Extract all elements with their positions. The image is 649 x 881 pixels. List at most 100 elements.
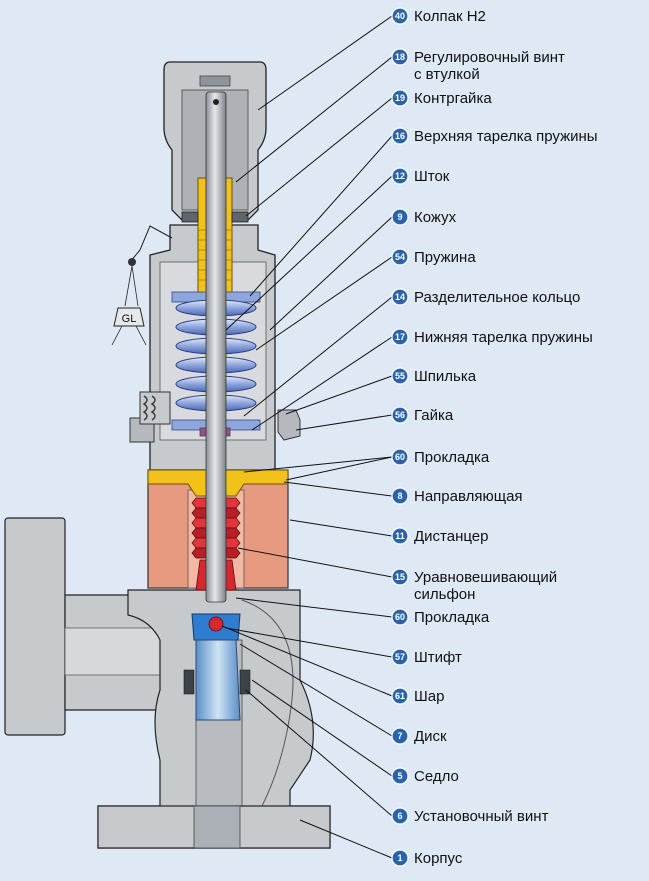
callout-label: Корпус bbox=[414, 850, 463, 867]
leader-lines bbox=[221, 15, 393, 859]
callout-badge bbox=[391, 568, 409, 586]
leader-line bbox=[235, 597, 393, 618]
callout-8: 8 Направляющая bbox=[391, 487, 523, 505]
callout-label: сильфон bbox=[414, 586, 475, 603]
callout-number: 57 bbox=[395, 652, 405, 662]
leader-line bbox=[289, 519, 393, 537]
callout-9: 9 Кожух bbox=[391, 208, 457, 226]
callout-54: 54 Пружина bbox=[391, 248, 476, 266]
callout-number: 5 bbox=[397, 771, 402, 781]
callout-11: 11 Дистанцер bbox=[391, 527, 488, 545]
callout-number: 60 bbox=[395, 452, 405, 462]
callout-60: 60 Прокладка bbox=[391, 448, 490, 466]
leader-line bbox=[269, 216, 393, 331]
callout-badge bbox=[391, 687, 409, 705]
callout-badge bbox=[391, 248, 409, 266]
callout-number: 19 bbox=[395, 93, 405, 103]
callout-label: Кожух bbox=[414, 209, 457, 226]
callout-badge bbox=[391, 167, 409, 185]
leader-line bbox=[251, 336, 393, 431]
callout-label: Разделительное кольцо bbox=[414, 289, 580, 306]
callout-61: 61 Шар bbox=[391, 687, 444, 705]
leader-line bbox=[225, 175, 393, 331]
callout-badge bbox=[391, 127, 409, 145]
callout-57: 57 Штифт bbox=[391, 648, 462, 666]
leader-line bbox=[285, 456, 393, 481]
callout-number: 40 bbox=[395, 11, 405, 21]
callout-label: с втулкой bbox=[414, 66, 480, 83]
callout-number: 60 bbox=[395, 612, 405, 622]
callout-number: 11 bbox=[395, 531, 405, 541]
callout-number: 56 bbox=[395, 410, 405, 420]
callout-56: 56 Гайка bbox=[391, 406, 454, 424]
callout-badge bbox=[391, 849, 409, 867]
callout-19: 19 Контргайка bbox=[391, 89, 492, 107]
leader-line bbox=[295, 414, 393, 431]
callout-55: 55 Шпилька bbox=[391, 367, 477, 385]
callout-badge bbox=[391, 208, 409, 226]
callout-label: Седло bbox=[414, 768, 459, 785]
leader-line bbox=[283, 481, 393, 497]
callout-label: Шар bbox=[414, 688, 444, 705]
leader-line bbox=[245, 97, 393, 217]
callout-badge bbox=[391, 48, 409, 66]
callout-number: 54 bbox=[395, 252, 405, 262]
callout-badge bbox=[391, 527, 409, 545]
callout-label: Прокладка bbox=[414, 609, 490, 626]
leader-line bbox=[257, 15, 393, 111]
callout-number: 12 bbox=[395, 171, 405, 181]
callout-number: 16 bbox=[395, 131, 405, 141]
callout-label: Прокладка bbox=[414, 449, 490, 466]
callout-label: Штифт bbox=[414, 649, 462, 666]
leader-line bbox=[237, 547, 393, 578]
leader-line bbox=[225, 627, 393, 658]
callout-badge bbox=[391, 608, 409, 626]
callout-12: 12 Шток bbox=[391, 167, 450, 185]
locknut bbox=[181, 211, 249, 223]
callout-label: Контргайка bbox=[414, 90, 492, 107]
callout-number: 8 bbox=[397, 491, 402, 501]
callout-number: 9 bbox=[397, 212, 402, 222]
callout-number: 15 bbox=[395, 572, 405, 582]
leader-line bbox=[255, 256, 393, 351]
callout-label: Установочный винт bbox=[414, 808, 549, 825]
callout-label: Направляющая bbox=[414, 488, 523, 505]
callout-badge bbox=[391, 328, 409, 346]
callout-label: Пружина bbox=[414, 249, 476, 266]
gl-tag-label: GL bbox=[122, 313, 137, 325]
callout-label: Шток bbox=[414, 168, 450, 185]
callout-label: Регулировочный винт bbox=[414, 49, 565, 66]
callout-badge bbox=[391, 406, 409, 424]
leader-line bbox=[221, 625, 393, 697]
callout-badge bbox=[391, 288, 409, 306]
callout-label: Нижняя тарелка пружины bbox=[414, 329, 593, 346]
callout-badge bbox=[391, 487, 409, 505]
callout-label: Дистанцер bbox=[414, 528, 488, 545]
callout-5: 5 Седло bbox=[391, 767, 459, 785]
callout-label: Шпилька bbox=[414, 368, 477, 385]
stem bbox=[205, 91, 227, 603]
leader-line bbox=[285, 375, 393, 415]
leader-line bbox=[243, 456, 393, 473]
leader-line bbox=[251, 679, 393, 777]
callout-label: Диск bbox=[414, 728, 447, 745]
leader-line bbox=[245, 689, 393, 817]
callout-badge bbox=[391, 89, 409, 107]
callout-number: 61 bbox=[395, 691, 405, 701]
leader-line bbox=[239, 643, 393, 737]
callout-badge bbox=[391, 727, 409, 745]
callout-number: 55 bbox=[395, 371, 405, 381]
leader-line bbox=[249, 135, 393, 297]
callout-label: Уравновешивающий bbox=[414, 569, 557, 586]
callout-badge bbox=[391, 807, 409, 825]
callout-badge bbox=[391, 7, 409, 25]
callout-label: Гайка bbox=[414, 407, 454, 424]
